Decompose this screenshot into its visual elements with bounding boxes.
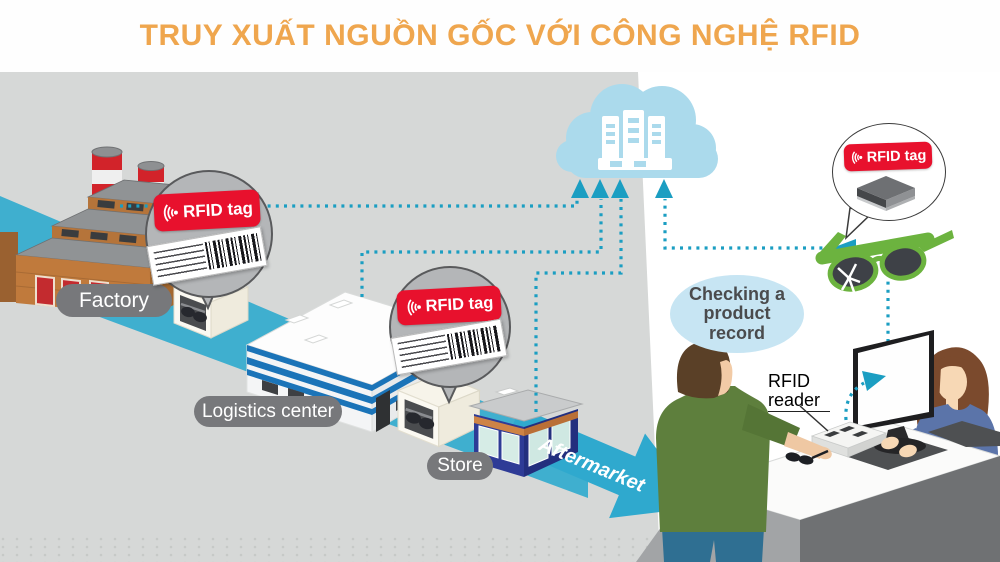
label-logistics-center: Logistics center — [194, 396, 342, 427]
data-flow-logistics-cloud — [360, 199, 603, 297]
reader-pointer-line — [799, 405, 829, 432]
clerk-hand — [899, 444, 917, 458]
store-label-text: Store — [437, 455, 483, 476]
title-bar: TRUY XUẤT NGUỒN GỐC VỚI CÔNG NGHỆ RFID — [0, 0, 1000, 72]
label-store: Store — [427, 452, 493, 480]
barcode-bars — [204, 232, 262, 270]
sunglasses-in-hand — [785, 449, 829, 465]
logistics-label-text: Logistics center — [201, 400, 334, 422]
barcode-text-lines — [153, 243, 208, 279]
rfid-callout-product: RFID tag — [832, 123, 946, 221]
rfid-callout-store: RFID tag — [389, 266, 511, 388]
rfid-reader-label: RFID reader — [768, 372, 830, 412]
rfid-signal-icon — [163, 203, 178, 222]
customer-person — [656, 341, 832, 562]
rfid-signal-icon — [407, 299, 421, 316]
data-flow-store-cloud — [534, 199, 623, 412]
rfid-callout-factory: RFID tag — [145, 170, 273, 298]
label-factory: Factory — [56, 284, 172, 317]
rfid-signal-icon — [851, 151, 862, 164]
sunglasses-product — [815, 230, 954, 293]
rfid-tag-badge: RFID tag — [396, 285, 502, 326]
rfid-tag-badge: RFID tag — [153, 189, 261, 232]
traceability-cloud — [556, 84, 718, 198]
data-flow-lines — [120, 199, 890, 412]
rfid-chip-icon — [857, 176, 915, 211]
rfid-tag-label: RFID tag — [866, 147, 927, 166]
page-title: TRUY XUẤT NGUỒN GỐC VỚI CÔNG NGHỆ RFID — [139, 19, 861, 52]
factory-label-text: Factory — [78, 288, 149, 312]
cloud-upload-arrows — [571, 179, 673, 198]
rfid-tag-label: RFID tag — [182, 198, 254, 221]
checking-record-text: Checking a product record — [688, 283, 786, 343]
barcode-text-lines — [397, 334, 450, 369]
barcode-bars — [447, 325, 502, 361]
rfid-tag-badge: RFID tag — [843, 141, 933, 172]
clerk-hand — [881, 436, 899, 450]
barcode-label-icon — [146, 226, 268, 286]
data-flow-factory-cloud — [120, 199, 579, 208]
data-flow-product-cloud — [663, 199, 888, 250]
rfid-tag-label: RFID tag — [425, 293, 494, 316]
screen-arrowhead — [862, 371, 886, 391]
server-stack-icon — [598, 110, 672, 170]
checking-record-bubble: Checking a product record — [670, 275, 804, 353]
barcode-label-icon — [390, 318, 508, 376]
